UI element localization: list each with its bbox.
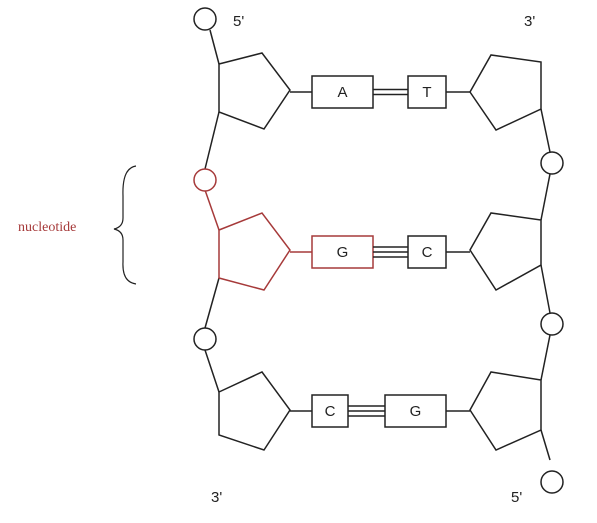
left-backbone xyxy=(204,29,220,393)
phosphate-circle-right-bottom xyxy=(540,470,564,494)
base-letter-left: G xyxy=(337,244,349,261)
nucleotide-label: nucleotide xyxy=(18,220,76,235)
left-strand-bottom-end-label: 3' xyxy=(211,489,222,506)
base-box-left xyxy=(311,75,374,109)
sugar-pentagon-right-1 xyxy=(469,54,542,131)
base-letter-right: G xyxy=(410,403,422,420)
base-letter-left: A xyxy=(337,84,347,101)
right-backbone-link-4 xyxy=(540,334,551,381)
hydrogen-bonds xyxy=(348,405,385,417)
base-box-right xyxy=(384,394,447,428)
sugar-pentagon-left-3 xyxy=(218,371,291,451)
base-box-left xyxy=(311,394,349,428)
phosphate-circle-right-upper xyxy=(540,151,564,175)
base-box-right xyxy=(407,75,447,109)
right-backbone xyxy=(540,108,551,461)
base-letter-left: C xyxy=(325,403,336,420)
left-strand-top-end-label: 5' xyxy=(233,13,244,30)
sugar-pentagon-right-3 xyxy=(469,371,542,451)
left-backbone-link-1 xyxy=(204,111,220,170)
base-letter-right: T xyxy=(422,84,431,101)
nucleotide-brace xyxy=(113,165,137,285)
sugar-pentagon-left-highlight xyxy=(218,212,291,291)
sugar-pentagon-left-1 xyxy=(218,52,291,130)
base-pair-row-3: C G xyxy=(290,394,470,428)
left-backbone-link-2 xyxy=(204,277,220,329)
sugar-pentagon-right-2 xyxy=(469,212,542,291)
left-backbone-link-top xyxy=(209,29,220,65)
hydrogen-bonds xyxy=(373,88,408,96)
base-letter-right: C xyxy=(422,244,433,261)
right-backbone-link-1 xyxy=(540,108,551,153)
left-backbone-link-highlight xyxy=(204,189,220,231)
right-strand-bottom-end-label: 5' xyxy=(511,489,522,506)
right-strand-top-end-label: 3' xyxy=(524,13,535,30)
base-pair-row-1: A T xyxy=(290,75,470,109)
right-backbone-link-bottom xyxy=(540,429,551,461)
right-backbone-link-2 xyxy=(540,173,551,221)
phosphate-circle-right-lower xyxy=(540,312,564,336)
base-pair-row-2: G C xyxy=(290,235,470,269)
phosphate-circle-left-highlight xyxy=(193,168,217,192)
hydrogen-bonds xyxy=(373,246,408,258)
phosphate-circle-left-bottom xyxy=(193,327,217,351)
phosphate-circle-left-top xyxy=(193,7,217,31)
left-backbone-link-3 xyxy=(204,349,220,393)
right-backbone-link-3 xyxy=(540,264,551,314)
